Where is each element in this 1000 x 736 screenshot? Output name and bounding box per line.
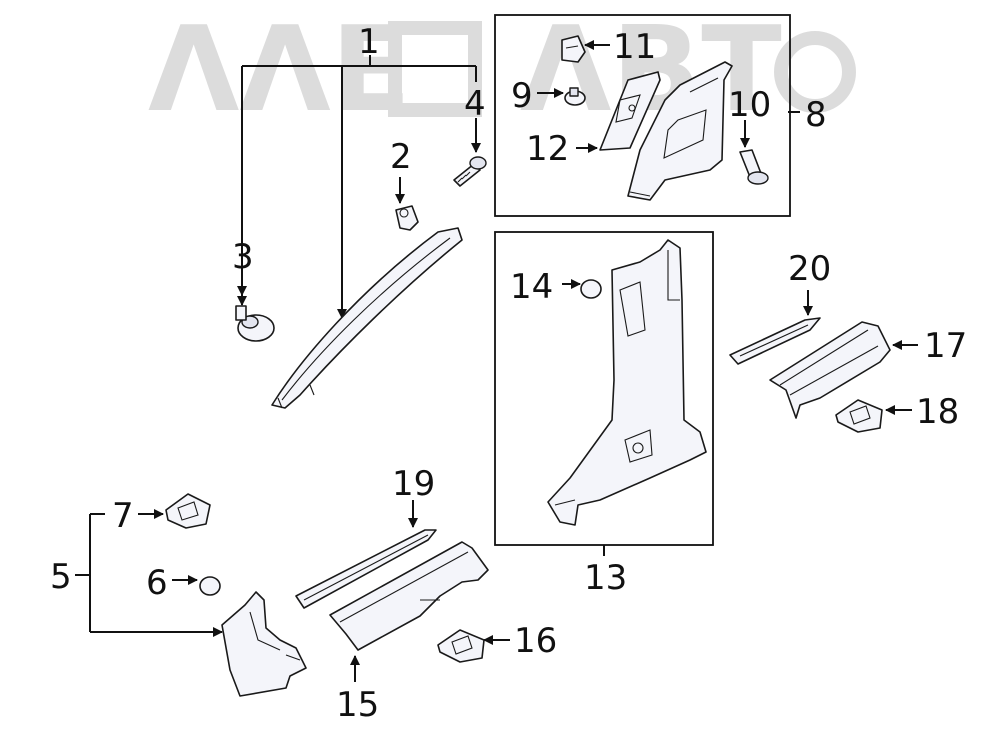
- callout-14: 14: [510, 267, 553, 307]
- callout-13: 13: [584, 558, 627, 598]
- part-6-pushpin: [172, 575, 221, 596]
- callout-18: 18: [916, 392, 959, 432]
- leader-1: [237, 55, 477, 319]
- callout-9: 9: [511, 76, 533, 116]
- group-box-8: [494, 14, 791, 217]
- callout-19: 19: [392, 464, 435, 504]
- part-1-a-pillar-trim: [271, 227, 463, 409]
- part-14-pushpin: [562, 279, 602, 299]
- callout-labels: 1 2 3 4 5 6 7 8 9 10 11 12 13 14 15 16 1…: [50, 22, 967, 725]
- callout-16: 16: [514, 621, 557, 661]
- callout-3: 3: [232, 237, 254, 277]
- leader-5: [75, 513, 223, 637]
- callout-8: 8: [805, 95, 827, 135]
- callout-10: 10: [728, 85, 771, 125]
- part-20-strip: [729, 290, 821, 365]
- part-3-bolt: [235, 277, 275, 342]
- callout-7: 7: [112, 496, 134, 536]
- watermark-text-left: ΛΛΕ: [148, 0, 411, 138]
- part-7-clip: [138, 493, 211, 529]
- callout-6: 6: [146, 563, 168, 603]
- watermark-text-right: ΛΒΤ: [520, 0, 782, 138]
- watermark: ΛΛΕ ΛΒΤ: [148, 0, 856, 138]
- part-12-trim-panel: [576, 71, 661, 153]
- part-10-bolt: [739, 120, 769, 185]
- callout-15: 15: [336, 685, 379, 725]
- part-4-screw: [453, 118, 487, 187]
- callout-2: 2: [390, 137, 412, 177]
- callout-5: 5: [50, 557, 72, 597]
- part-8-b-pillar-upper: [627, 61, 800, 201]
- callout-1: 1: [358, 22, 380, 62]
- part-18-clip: [835, 399, 912, 433]
- part-19-sill-strip: [295, 500, 437, 609]
- callout-12: 12: [526, 129, 569, 169]
- part-17-scuff-plate: [769, 321, 918, 419]
- part-5-kick-panel: [221, 591, 307, 697]
- callout-20: 20: [788, 249, 831, 289]
- callout-4: 4: [464, 84, 486, 124]
- part-2-clip: [395, 177, 419, 231]
- part-11-clip: [561, 35, 610, 63]
- callout-17: 17: [924, 326, 967, 366]
- callout-11: 11: [613, 27, 656, 67]
- part-9-pushpin: [537, 87, 586, 106]
- part-16-clip: [437, 629, 510, 663]
- part-13-b-pillar-lower: [547, 239, 707, 526]
- part-15-scuff-plate: [329, 541, 489, 682]
- watermark-circle: [774, 31, 856, 113]
